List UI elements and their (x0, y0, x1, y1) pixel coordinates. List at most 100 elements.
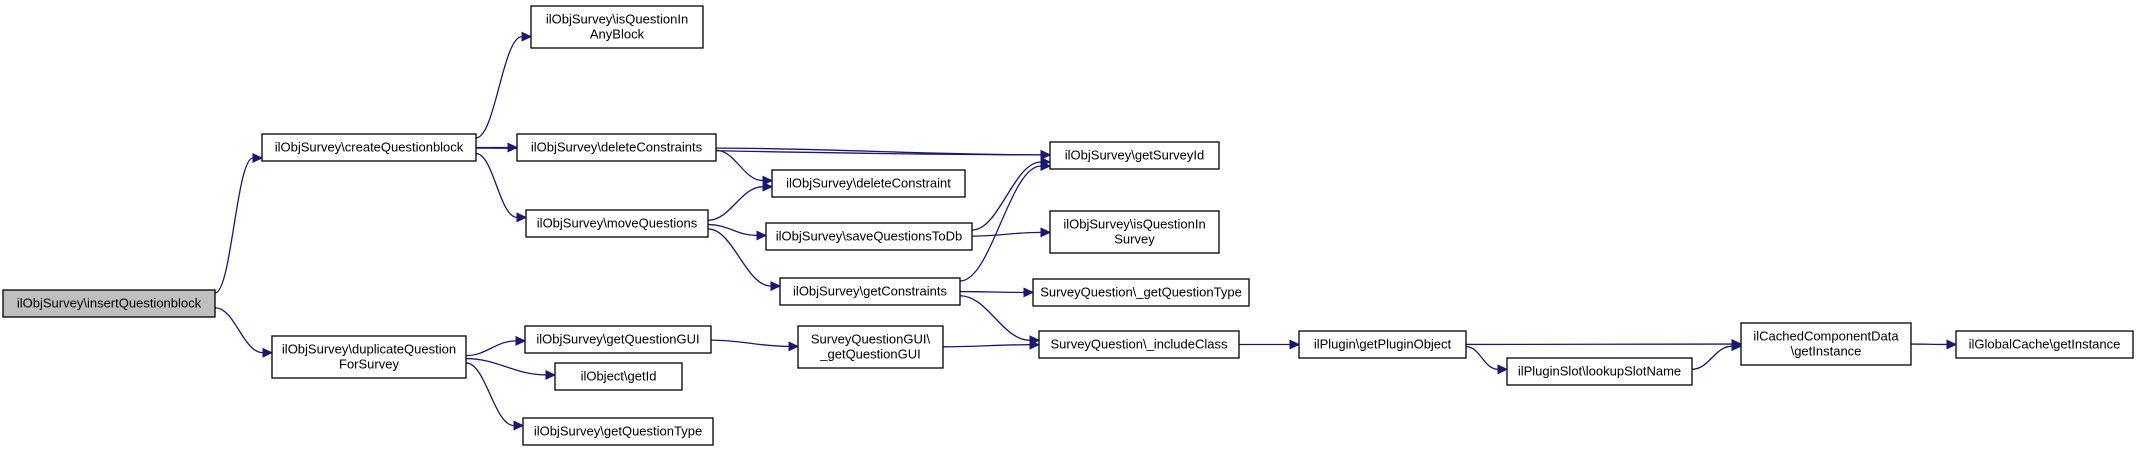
node-get-survey-id[interactable]: ilObjSurvey\getSurveyId (1049, 141, 1220, 170)
arrow-head-icon (513, 420, 525, 431)
arrow-head-icon (1040, 149, 1052, 160)
edge-insert-questionblock-to-duplicate-question-for-survey (214, 307, 274, 358)
node-box (1049, 141, 1220, 170)
node-label: ilObject\getId (581, 369, 657, 384)
arrow-head-icon (762, 181, 774, 192)
node-label: ilObjSurvey\getConstraints (793, 284, 947, 299)
edge-line (475, 35, 523, 139)
node-box (797, 325, 944, 369)
edge-line (214, 157, 254, 294)
edge-line (971, 231, 1042, 237)
node-label: ilObjSurvey\isQuestionIn (1063, 217, 1205, 232)
arrow-head-icon (262, 347, 274, 358)
node-include-class[interactable]: SurveyQuestion\_includeClass (1038, 330, 1240, 359)
arrow-head-icon (516, 212, 528, 223)
edge-line (475, 152, 518, 219)
node-box (1955, 330, 2134, 359)
edge-delete-constraints-to-delete-constraint (715, 149, 774, 186)
node-sq-get-question-type[interactable]: SurveyQuestion\_getQuestionType (1032, 278, 1250, 307)
node-label: ilObjSurvey\saveQuestionsToDb (776, 229, 962, 244)
node-box (554, 362, 683, 391)
node-box (1740, 322, 1912, 366)
node-gc-get-instance[interactable]: ilGlobalCache\getInstance (1955, 330, 2134, 359)
node-box (516, 133, 717, 162)
node-sqgui-get-question-gui[interactable]: SurveyQuestionGUI\_getQuestionGUI (797, 325, 944, 369)
edge-duplicate-question-for-survey-to-get-id (465, 357, 557, 380)
edge-get-constraints-to-include-class (959, 295, 1041, 346)
node-delete-constraint[interactable]: ilObjSurvey\deleteConstraint (771, 169, 966, 198)
edge-create-questionblock-to-move-questions (475, 152, 528, 223)
node-box (271, 335, 467, 379)
edge-line (715, 149, 764, 182)
node-label: ilCachedComponentData (1753, 329, 1899, 344)
edge-duplicate-question-for-survey-to-os-get-question-type (465, 362, 525, 431)
edge-sqgui-get-question-gui-to-include-class (942, 339, 1041, 350)
node-label: SurveyQuestionGUI\ (811, 332, 931, 347)
edge-duplicate-question-for-survey-to-get-question-gui (465, 335, 527, 357)
arrow-head-icon (1040, 227, 1052, 238)
node-box (261, 133, 477, 162)
node-label: Survey (1114, 232, 1155, 247)
edge-get-plugin-object-to-ccd-get-instance (1465, 339, 1743, 350)
arrow-head-icon (1029, 339, 1041, 350)
edge-get-constraints-to-get-survey-id (959, 161, 1052, 282)
node-lookup-slot-name[interactable]: ilPluginSlot\lookupSlotName (1506, 357, 1693, 386)
arrow-head-icon (762, 175, 774, 186)
node-insert-questionblock[interactable]: ilObjSurvey\insertQuestionblock (2, 289, 216, 318)
edge-move-questions-to-get-constraints (707, 228, 782, 292)
node-create-questionblock[interactable]: ilObjSurvey\createQuestionblock (261, 133, 477, 162)
arrow-head-icon (1497, 364, 1509, 375)
node-ccd-get-instance[interactable]: ilCachedComponentData\getInstance (1740, 322, 1912, 366)
node-label: ilObjSurvey\isQuestionIn (546, 12, 688, 27)
node-box (1032, 278, 1250, 307)
node-box (1506, 357, 1693, 386)
node-get-id[interactable]: ilObject\getId (554, 362, 683, 391)
edge-save-questions-to-db-to-is-question-in-survey (971, 227, 1052, 238)
edge-line (710, 339, 790, 348)
node-label: ilObjSurvey\duplicateQuestion (282, 342, 456, 357)
node-move-questions[interactable]: ilObjSurvey\moveQuestions (525, 209, 709, 238)
arrow-head-icon (1946, 339, 1958, 350)
arrow-head-icon (521, 31, 533, 42)
node-box (1049, 210, 1220, 254)
edge-get-constraints-to-sq-get-question-type (959, 287, 1035, 298)
edge-save-questions-to-db-to-get-survey-id (971, 156, 1052, 231)
arrow-head-icon (1023, 287, 1035, 298)
node-box (771, 169, 966, 198)
node-label: ilObjSurvey\deleteConstraint (786, 176, 951, 191)
node-get-plugin-object[interactable]: ilPlugin\getPluginObject (1298, 330, 1467, 359)
node-label: SurveyQuestion\_includeClass (1050, 337, 1228, 352)
edge-get-question-gui-to-sqgui-get-question-gui (710, 339, 800, 352)
node-label: ilPluginSlot\lookupSlotName (1518, 364, 1681, 379)
node-get-question-gui[interactable]: ilObjSurvey\getQuestionGUI (524, 325, 712, 354)
node-label: ilObjSurvey\moveQuestions (537, 216, 698, 231)
edge-move-questions-to-save-questions-to-db (707, 223, 768, 241)
edge-delete-constraints-to-get-survey-id (715, 147, 1052, 160)
arrow-head-icon (507, 142, 519, 153)
node-label: AnyBlock (590, 27, 645, 42)
node-get-constraints[interactable]: ilObjSurvey\getConstraints (779, 277, 961, 306)
arrow-head-icon (756, 230, 768, 241)
arrow-head-icon (770, 281, 782, 292)
arrow-head-icon (252, 153, 264, 163)
edge-line (959, 295, 1031, 341)
node-label: \getInstance (1791, 344, 1862, 359)
arrow-head-icon (515, 335, 527, 346)
edge-line (465, 362, 515, 427)
node-save-questions-to-db[interactable]: ilObjSurvey\saveQuestionsToDb (765, 222, 973, 251)
edge-line (707, 223, 758, 237)
edge-create-questionblock-to-is-question-in-any-block (475, 31, 533, 139)
edge-line (959, 165, 1042, 282)
node-os-get-question-type[interactable]: ilObjSurvey\getQuestionType (522, 417, 714, 446)
node-delete-constraints[interactable]: ilObjSurvey\deleteConstraints (516, 133, 717, 162)
edge-create-questionblock-to-delete-constraints (476, 142, 519, 153)
node-box (525, 209, 709, 238)
edge-insert-questionblock-to-create-questionblock (214, 153, 264, 294)
node-label: ilObjSurvey\insertQuestionblock (17, 296, 202, 311)
node-label: _getQuestionGUI (819, 347, 920, 362)
edge-line (959, 290, 1025, 294)
